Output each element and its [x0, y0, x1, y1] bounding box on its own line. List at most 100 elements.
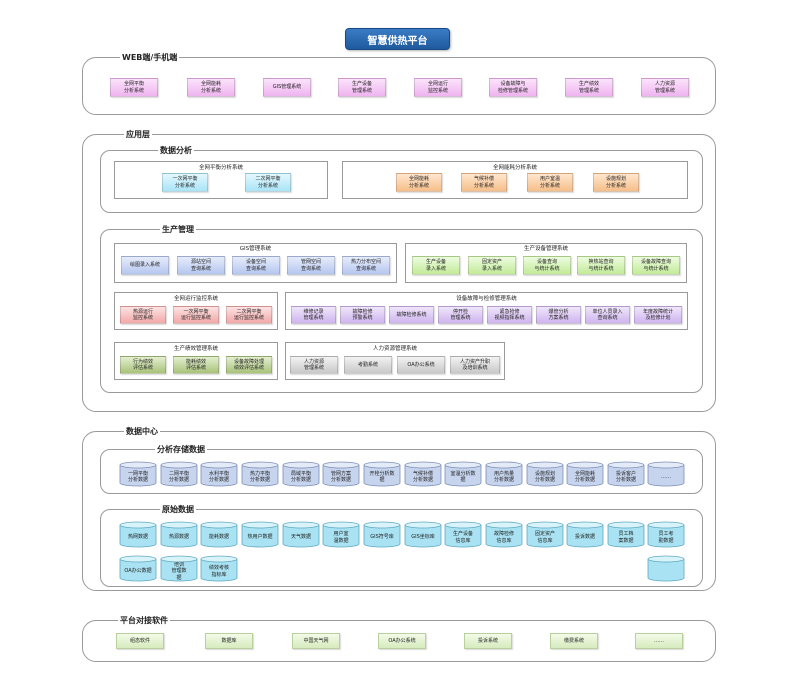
raw-db-label: [647, 563, 685, 580]
web-item[interactable]: 人力资源 管理系统: [641, 78, 689, 97]
web-item[interactable]: 全网能耗 分析系统: [187, 78, 235, 97]
fault-item[interactable]: 故障检修系统: [389, 306, 434, 324]
web-item[interactable]: GIS管理系统: [263, 78, 311, 97]
datacenter-label: 数据中心: [124, 426, 160, 437]
external-item[interactable]: OA办公系统: [378, 633, 426, 649]
equipment-item[interactable]: 设备故障查询 与统计系统: [632, 256, 680, 275]
storage-db[interactable]: 设施规划 分析数据: [526, 461, 564, 487]
storage-db[interactable]: 局域平衡 分析数据: [282, 461, 320, 487]
performance-item[interactable]: 行为绩效 评估系统: [120, 356, 166, 374]
raw-db[interactable]: 员工考 勤数据: [647, 521, 685, 548]
monitor-item[interactable]: 热源运行 监控系统: [120, 306, 166, 324]
storage-db[interactable]: 热力平衡 分析数据: [241, 461, 279, 487]
raw-db[interactable]: 生产设备 信息库: [444, 521, 482, 548]
raw-db[interactable]: 员工档 案数据: [607, 521, 645, 548]
web-panel-label: WEB端/手机端: [120, 52, 180, 63]
raw-db[interactable]: 天气数据: [282, 521, 320, 548]
energy-group-label: 全网能耗分析系统: [492, 165, 537, 171]
equipment-item[interactable]: 生产设备 录入系统: [412, 256, 460, 275]
raw-db[interactable]: 固定资产 信息库: [526, 521, 564, 548]
fault-item[interactable]: 故障检修 预警系统: [340, 306, 385, 324]
external-item[interactable]: ……: [635, 633, 683, 649]
storage-db-label: 管网方案 分析数据: [330, 470, 351, 483]
raw-db[interactable]: OA办公数据: [119, 555, 157, 582]
fault-item[interactable]: 单位人员录入 查询系统: [585, 306, 630, 324]
web-item[interactable]: 全网平衡 分析系统: [110, 78, 158, 97]
gis-item[interactable]: 热力分布空间 查询系统: [342, 256, 390, 275]
storage-db-label: 设施规划 分析数据: [534, 470, 555, 483]
raw-db[interactable]: 热源数据: [160, 521, 198, 548]
external-item[interactable]: 组态软件: [116, 633, 164, 649]
raw-db[interactable]: GIS符号库: [363, 521, 401, 548]
hr-item[interactable]: 人力资源 管理系统: [290, 356, 338, 374]
raw-db-label: 热网数据: [127, 534, 148, 541]
equipment-item[interactable]: 固定资产 录入系统: [468, 256, 516, 275]
web-item[interactable]: 全网运行 监控系统: [414, 78, 462, 97]
storage-db-label: 投诉客户 分析数据: [615, 470, 636, 483]
raw-db-label: 生产设备 信息库: [452, 531, 473, 544]
external-item[interactable]: 缴费系统: [550, 633, 598, 649]
fault-item[interactable]: 停开检 管理系统: [438, 306, 483, 324]
raw-db[interactable]: 培训 管理数 据: [160, 555, 198, 582]
fault-item[interactable]: 维修记录 管理系统: [291, 306, 336, 324]
web-item[interactable]: 生产设备 管理系统: [338, 78, 386, 97]
fault-item[interactable]: 爆管分析 方案系统: [536, 306, 581, 324]
storage-db[interactable]: 全网能耗 分析数据: [566, 461, 604, 487]
balance-group: [114, 161, 328, 199]
raw-db-label: GIS坐标库: [411, 534, 435, 541]
storage-db[interactable]: 水利平衡 分析数据: [200, 461, 238, 487]
web-item[interactable]: 设备故障与 检修管理系统: [489, 78, 537, 97]
web-item[interactable]: 生产绩效 管理系统: [565, 78, 613, 97]
storage-db[interactable]: 开栓分析数 据: [363, 461, 401, 487]
monitor-item[interactable]: 一次网平衡 运行监控系统: [173, 306, 219, 324]
equipment-item[interactable]: 设备查询 与统计系统: [523, 256, 571, 275]
performance-item[interactable]: 能耗绩效 评估系统: [173, 356, 219, 374]
raw-db[interactable]: 绩效考核 指标库: [200, 555, 238, 582]
raw-db[interactable]: 故障检修 信息库: [485, 521, 523, 548]
hr-item[interactable]: OA办公系统: [397, 356, 445, 374]
storage-db-label: 室温分析数 据: [450, 470, 476, 483]
raw-db-label: 员工考 勤数据: [658, 531, 674, 544]
hr-group-label: 人力资源管理系统: [372, 346, 417, 352]
energy-item[interactable]: 设施规划 分析系统: [593, 173, 639, 192]
fault-item[interactable]: 紧急抢修 视频指挥系统: [487, 306, 532, 324]
gis-item[interactable]: 绘图录入系统: [121, 256, 169, 275]
raw-db[interactable]: 能耗数据: [200, 521, 238, 548]
external-item[interactable]: 数据库: [205, 633, 253, 649]
energy-item[interactable]: 全网能耗 分析系统: [396, 173, 442, 192]
raw-db[interactable]: 用户室 温数据: [322, 521, 360, 548]
storage-db[interactable]: 二网平衡 分析数据: [160, 461, 198, 487]
equipment-item[interactable]: 换热站查询 与统计系统: [577, 256, 625, 275]
storage-db[interactable]: 室温分析数 据: [444, 461, 482, 487]
raw-db-label: 员工档 案数据: [618, 531, 634, 544]
raw-db-label: OA办公数据: [124, 568, 152, 575]
raw-db[interactable]: [647, 555, 685, 582]
external-item[interactable]: 中国天气网: [292, 633, 340, 649]
storage-db[interactable]: 用户热量 分析数据: [485, 461, 523, 487]
fault-item[interactable]: 年度故障统计 及检修计划: [634, 306, 682, 324]
raw-db[interactable]: 投诉数据: [566, 521, 604, 548]
storage-db[interactable]: 气候补偿 分析数据: [404, 461, 442, 487]
raw-db-label: 故障检修 信息库: [493, 531, 514, 544]
storage-db[interactable]: ……: [647, 461, 685, 487]
gis-item[interactable]: 源站空间 查询系统: [177, 256, 225, 275]
balance-item[interactable]: 二次网平衡 分析系统: [245, 173, 291, 192]
raw-db[interactable]: 热网数据: [119, 521, 157, 548]
storage-db[interactable]: 一网平衡 分析数据: [119, 461, 157, 487]
balance-item[interactable]: 一次网平衡 分析系统: [162, 173, 208, 192]
storage-db[interactable]: 管网方案 分析数据: [322, 461, 360, 487]
raw-db[interactable]: GIS坐标库: [404, 521, 442, 548]
storage-db[interactable]: 投诉客户 分析数据: [607, 461, 645, 487]
raw-db-label: 能耗数据: [208, 534, 229, 541]
energy-item[interactable]: 气候补偿 分析系统: [461, 173, 507, 192]
energy-item[interactable]: 用户室温 分析系统: [527, 173, 573, 192]
monitor-item[interactable]: 二次网平衡 运行监控系统: [226, 306, 272, 324]
external-item[interactable]: 投诉系统: [464, 633, 512, 649]
gis-group-label: GIS管理系统: [239, 246, 272, 252]
hr-item[interactable]: 考勤系统: [344, 356, 392, 374]
gis-item[interactable]: 设备空间 查询系统: [232, 256, 280, 275]
hr-item[interactable]: 人力资产升职 及培训系统: [450, 356, 500, 374]
performance-item[interactable]: 设备故障处理 绩效评估系统: [226, 356, 272, 374]
gis-item[interactable]: 管网空间 查询系统: [287, 256, 335, 275]
raw-db[interactable]: 热用户数据: [241, 521, 279, 548]
